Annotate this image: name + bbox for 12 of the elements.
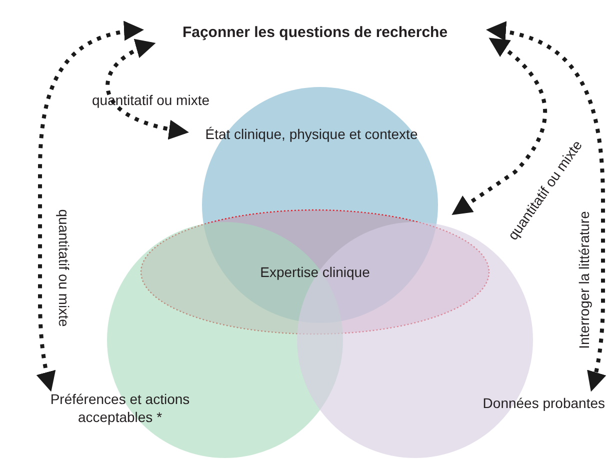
circle-label: Préférences et actions acceptables * <box>49 390 191 426</box>
dotted-arrow <box>36 22 144 392</box>
dotted-arrow <box>452 38 547 216</box>
circle-label: État clinique, physique et contexte <box>204 125 419 143</box>
circle-label: Expertise clinique <box>259 263 371 281</box>
edge-label: quantitatif ou mixte <box>92 92 210 108</box>
dotted-arrow <box>486 22 606 392</box>
heading-text: Façonner les questions de recherche <box>140 18 490 48</box>
dotted-arrow <box>106 40 189 139</box>
circle-label: Données probantes <box>482 394 605 412</box>
edge-label: Interroger la littérature <box>576 211 592 349</box>
edge-label: quantitatif ou mixte <box>56 209 72 327</box>
